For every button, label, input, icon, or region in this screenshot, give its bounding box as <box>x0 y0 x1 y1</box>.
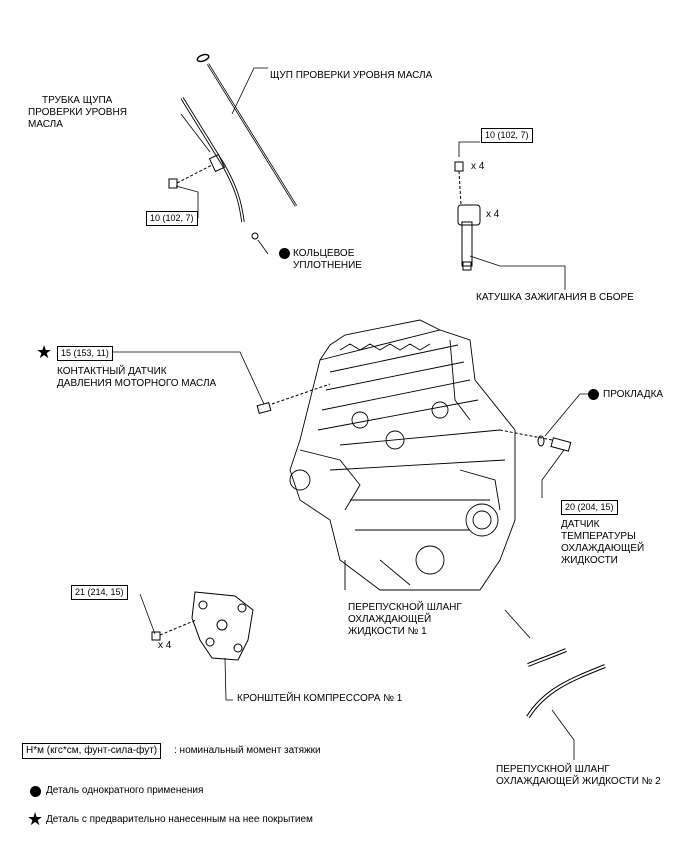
legend-torque-desc: : номинальный момент затяжки <box>174 745 321 756</box>
bypass-hose-1-label-2: ОХЛАЖДАЮЩЕЙ <box>348 614 432 625</box>
coolant-sensor-label-3: ОХЛАЖДАЮЩЕЙ <box>561 543 645 554</box>
dipstick-label: ЩУП ПРОВЕРКИ УРОВНЯ МАСЛА <box>270 70 433 81</box>
dipstick-tube-part <box>180 97 259 240</box>
legend-torque-unit-box: Н*м (кгс*см, фунт-сила-фут) <box>22 743 162 759</box>
coolant-sensor-label-4: ЖИДКОСТИ <box>561 555 618 566</box>
oil-pressure-label-1: КОНТАКТНЫЙ ДАТЧИК <box>57 366 167 377</box>
single-use-dot-oring <box>279 248 290 259</box>
filled-circle-icon <box>30 786 41 797</box>
compressor-bracket-part <box>151 591 254 661</box>
leader-lines <box>82 67 590 760</box>
bypass-hose-2-label-1: ПЕРЕПУСКНОЙ ШЛАНГ <box>496 764 610 775</box>
legend-precoated: Деталь с предварительно нанесенным на не… <box>46 814 313 825</box>
o-ring-label-1: КОЛЬЦЕВОЕ <box>293 248 355 259</box>
torque-box-coolant-sensor: 20 (204, 15) <box>561 500 618 515</box>
dipstick-tube-label-3: МАСЛА <box>28 119 63 130</box>
torque-box-tube-bolt: 10 (102, 7) <box>146 211 198 226</box>
legend-star-icon: ★ <box>27 809 44 830</box>
engine-block <box>289 319 516 591</box>
coolant-sensor-label-1: ДАТЧИК <box>561 519 600 530</box>
ignition-coil-part <box>454 161 481 271</box>
dipstick-tube-label-1: ТРУБКА ЩУПА <box>42 95 113 106</box>
qty-coil: x 4 <box>486 209 500 220</box>
bypass-hose-2-label-2: ОХЛАЖДАЮЩЕЙ ЖИДКОСТИ № 2 <box>496 776 661 787</box>
ignition-coil-label: КАТУШКА ЗАЖИГАНИЯ В СБОРЕ <box>476 292 634 303</box>
qty-bracket-bolt: x 4 <box>158 640 172 651</box>
torque-box-bracket-bolt: 21 (214, 15) <box>71 585 128 600</box>
compressor-bracket-label: КРОНШТЕЙН КОМПРЕССОРА № 1 <box>237 693 403 704</box>
oil-pressure-label-2: ДАВЛЕНИЯ МОТОРНОГО МАСЛА <box>57 378 217 389</box>
oil-pressure-switch-part <box>256 383 331 415</box>
tube-bolt <box>168 164 213 189</box>
dipstick-part <box>196 53 298 207</box>
qty-coil-bolt: x 4 <box>471 161 485 172</box>
torque-box-oil-pressure: 15 (153, 11) <box>57 346 113 361</box>
bypass-hose-2-part <box>526 664 606 719</box>
torque-box-coil-bolt: 10 (102, 7) <box>481 128 533 143</box>
dipstick-tube-label-2: ПРОВЕРКИ УРОВНЯ <box>28 107 127 118</box>
star-icon: ★ <box>36 342 53 363</box>
single-use-dot-gasket <box>588 389 599 400</box>
bypass-hose-1-label-3: ЖИДКОСТИ № 1 <box>348 626 427 637</box>
legend-single-use: Деталь однократного применения <box>46 785 204 796</box>
o-ring-label-2: УПЛОТНЕНИЕ <box>293 260 362 271</box>
bypass-hose-1-label-1: ПЕРЕПУСКНОЙ ШЛАНГ <box>348 602 462 613</box>
coolant-sensor-part <box>499 429 572 452</box>
coolant-sensor-label-2: ТЕМПЕРАТУРЫ <box>561 531 636 542</box>
gasket-label: ПРОКЛАДКА <box>603 389 664 400</box>
bypass-hose-1-part <box>527 648 567 667</box>
